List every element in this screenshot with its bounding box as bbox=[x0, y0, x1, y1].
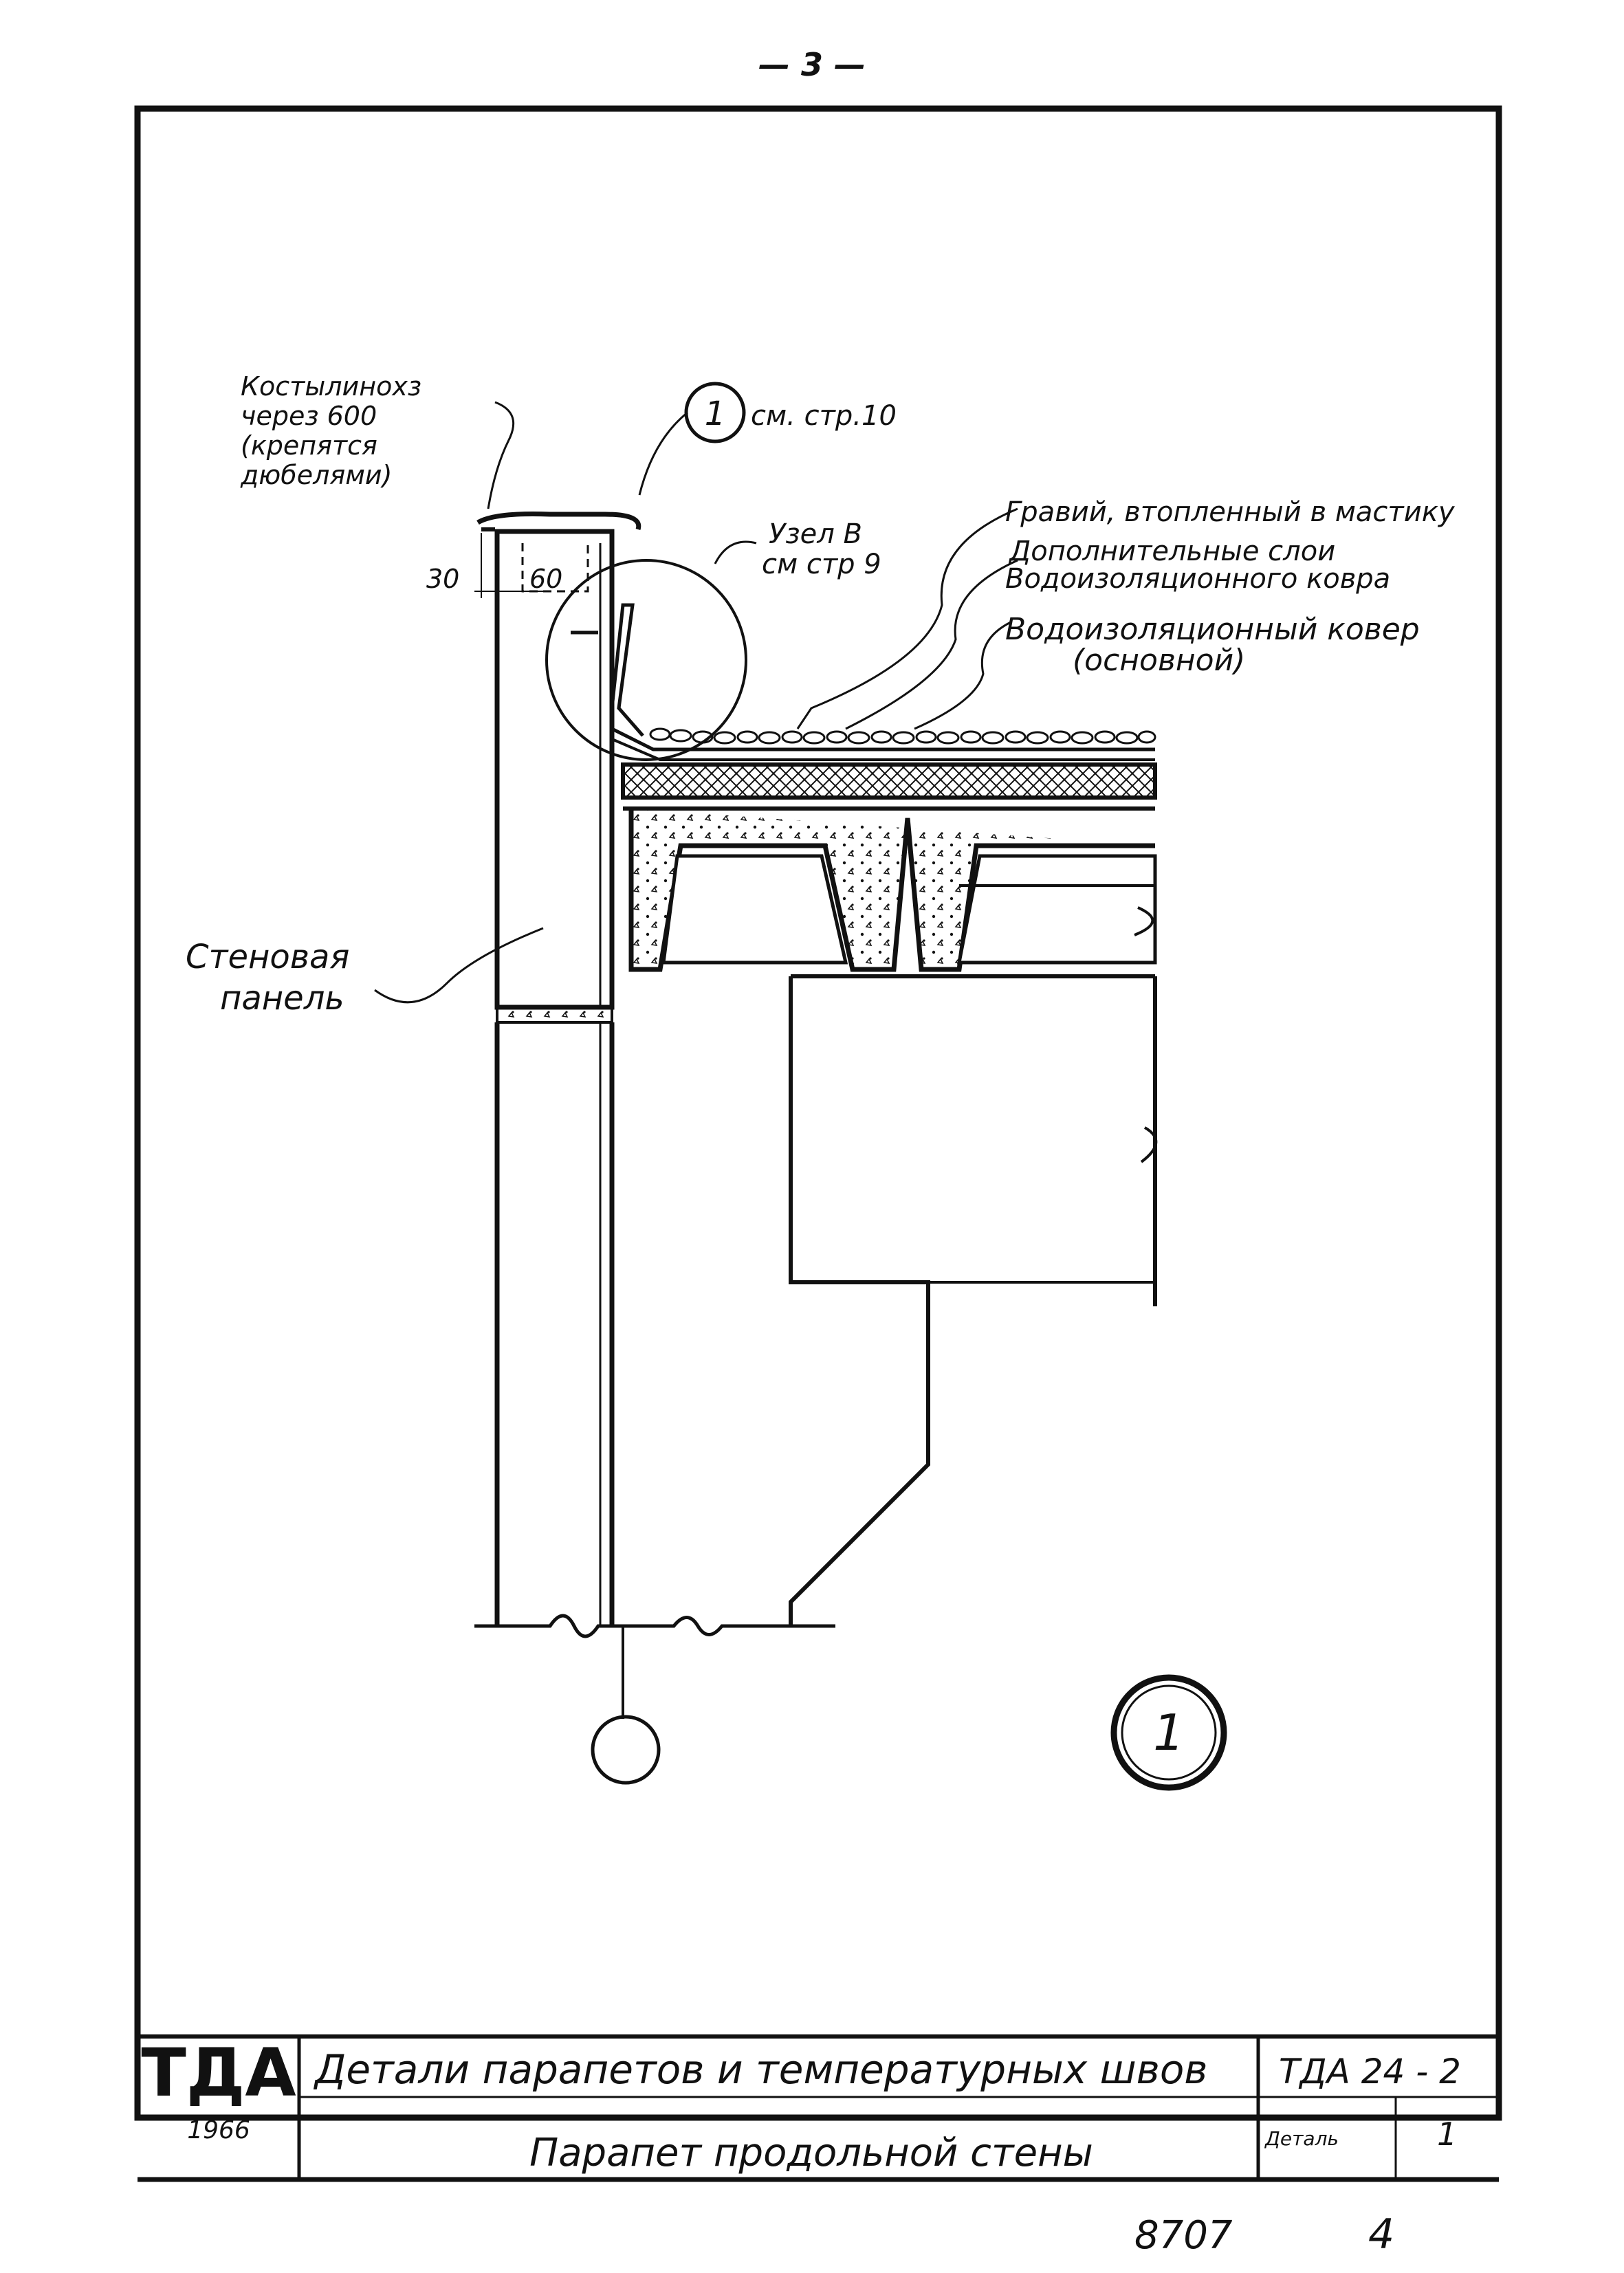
logo: ТДА bbox=[141, 2034, 296, 2111]
sheet-mark: 4 bbox=[1368, 2210, 1394, 2259]
roof-section bbox=[610, 603, 1158, 1626]
drawing-subtitle: Парапет продольной стены bbox=[529, 2131, 1093, 2175]
main-carpet-label-2: (основной) bbox=[1073, 643, 1245, 678]
title-block bbox=[138, 2034, 1499, 2120]
svg-text:Костылинохз через 600: Костылинохз через 600 (крепятся дюбелями… bbox=[240, 371, 430, 490]
dimension-30: 30 bbox=[426, 564, 459, 594]
svg-text:Водоизоляционный ковер (ос: Водоизоляционный ковер (основной) bbox=[1005, 612, 1429, 678]
node-b-label: Узел В bbox=[769, 518, 862, 550]
stamp-number: 8707 bbox=[1134, 2213, 1233, 2258]
drawing-title: Детали парапетов и температурных швов bbox=[313, 2046, 1208, 2093]
extra-layers-label-2: Водоизоляционного ковра bbox=[1005, 563, 1390, 595]
gravel-layer bbox=[649, 727, 1156, 745]
detail-label: Деталь bbox=[1264, 2127, 1339, 2150]
svg-text:Стеновая панель: Стеновая панель bbox=[186, 938, 360, 1018]
detail-number: 1 bbox=[1153, 1704, 1185, 1761]
anchors-label-line4: дюбелями) bbox=[240, 460, 392, 490]
ref1-label: см. стр.10 bbox=[751, 400, 897, 432]
page-number: — 3 — bbox=[758, 46, 866, 83]
anchors-label-line3: (крепятся bbox=[241, 430, 377, 461]
extra-layers-label-1: Дополнительные слои bbox=[1008, 536, 1335, 567]
dimension-lines bbox=[474, 533, 543, 598]
insulation-layer bbox=[621, 762, 1157, 800]
leader-lines bbox=[374, 401, 1018, 1004]
reference-circle bbox=[684, 382, 746, 443]
detail-value: 1 bbox=[1437, 2116, 1457, 2153]
wall-panel-label-1: Стеновая bbox=[186, 938, 349, 976]
anchors-label-line1: Костылинохз bbox=[241, 371, 421, 402]
reference-number: 1 bbox=[705, 395, 726, 433]
node-b-circle bbox=[545, 559, 747, 761]
node-b-ref: см стр 9 bbox=[762, 549, 881, 580]
dimension-60: 60 bbox=[529, 564, 562, 594]
svg-text:Дополнительные слои Водоиз: Дополнительные слои Водоизоляционного ко… bbox=[1005, 536, 1390, 595]
svg-text:Узел В см стр 9: Узел В см стр 9 bbox=[762, 518, 881, 580]
detail-circle bbox=[1110, 1674, 1227, 1791]
beam bbox=[789, 974, 1157, 1626]
wall-panel-drawing bbox=[474, 512, 835, 1785]
main-carpet-label-1: Водоизоляционный ковер bbox=[1005, 612, 1420, 647]
anchors-label-line2: через 600 bbox=[241, 401, 377, 431]
year: 1966 bbox=[187, 2116, 250, 2144]
gravel-label: Гравий, втопленный в мастику bbox=[1005, 496, 1456, 528]
drawing-code: ТДА 24 - 2 bbox=[1279, 2052, 1461, 2091]
wall-panel-label-2: панель bbox=[220, 979, 344, 1018]
